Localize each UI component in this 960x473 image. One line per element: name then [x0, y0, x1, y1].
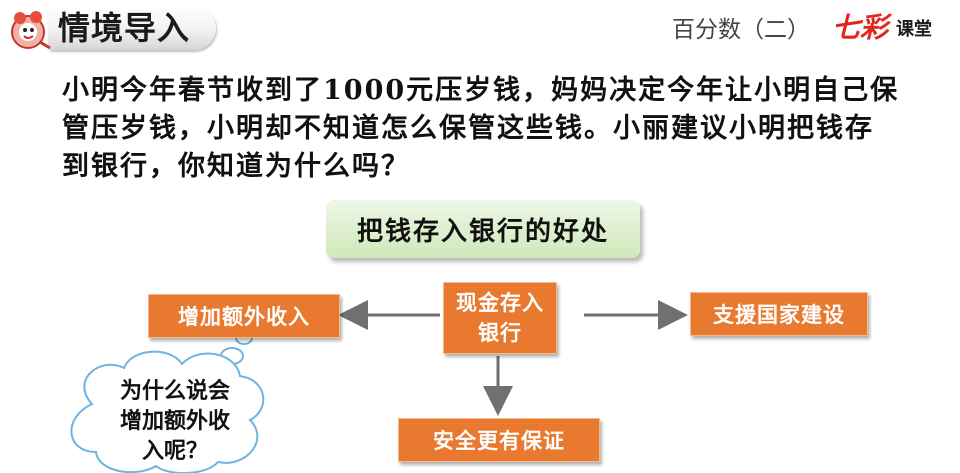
- cloud-line: 为什么说会: [119, 378, 230, 404]
- cloud-question: 为什么说会 增加额外收 入呢？: [100, 376, 250, 466]
- brand-logo-ke: 课堂: [896, 19, 932, 40]
- cloud-line: 增加额外收: [119, 408, 230, 434]
- benefit-safety: 安全更有保证: [398, 418, 600, 462]
- benefit-extra-income: 增加额外收入: [148, 294, 340, 338]
- mascot-logo-icon: [11, 11, 51, 50]
- deposit-cash-box: 现金存入银行: [443, 282, 557, 354]
- benefit-support-country: 支援国家建设: [690, 292, 868, 336]
- main-topic-box: 把钱存入银行的好处: [326, 200, 640, 258]
- brand-logo-qi: 七彩: [832, 11, 889, 44]
- story-paragraph: 小明今年春节收到了1000元压岁钱，妈妈决定今年让小明自己保管压岁钱，小明却不知…: [62, 75, 900, 182]
- page-title: 情境导入: [58, 9, 191, 47]
- cloud-line: 入呢？: [141, 438, 208, 464]
- lesson-subtitle: 百分数（二）: [672, 17, 810, 43]
- title-band: [48, 6, 216, 50]
